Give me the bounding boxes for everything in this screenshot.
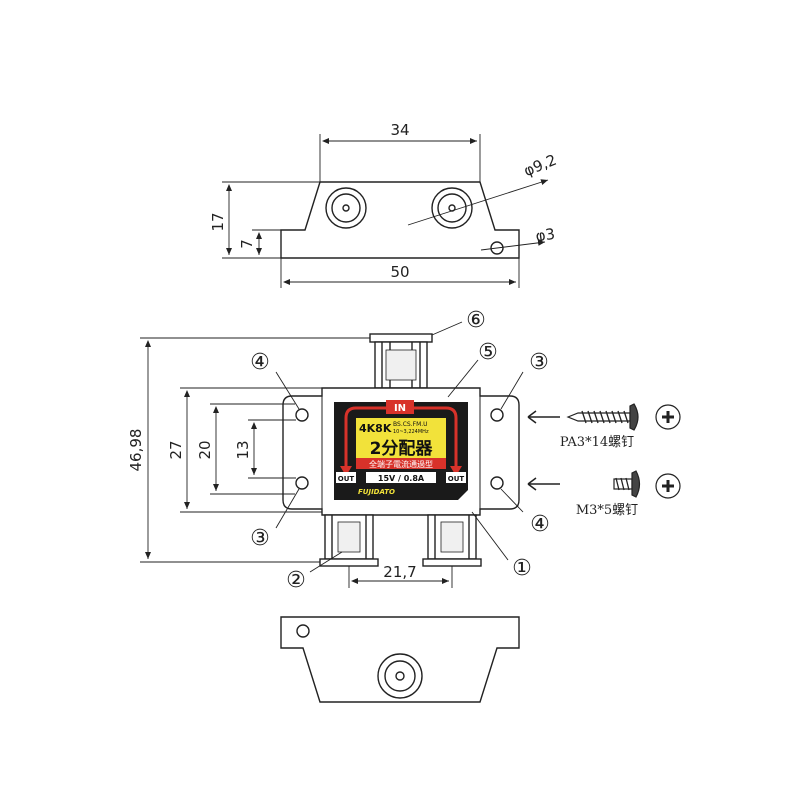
dim-width-bottom: 50 [390, 263, 409, 281]
mount-hole-bottom-left [295, 476, 309, 490]
top-view-outline [280, 181, 520, 259]
dim-small-hole: φ3 [534, 225, 556, 246]
callout-4-left: ④ [250, 350, 270, 375]
callout-leaders [275, 321, 524, 573]
screw-head [629, 403, 639, 431]
front-dimensions [140, 337, 453, 588]
top-mount-hole [490, 241, 504, 255]
dim-hole-spacing: 20 [196, 440, 214, 459]
connector-in [369, 333, 433, 389]
arrow-left-icon [527, 410, 560, 424]
bottom-connector [377, 653, 423, 699]
callout-5: ⑤ [478, 340, 498, 365]
dim-large-hole: φ9,2 [521, 151, 559, 180]
label-bands: BS.CS.FM.U [393, 421, 428, 428]
dim-inner: 13 [234, 440, 252, 459]
callout-3-left: ③ [250, 526, 270, 551]
top-connector-left [325, 187, 367, 229]
screw-label-1: PA3*14螺钉 [560, 435, 634, 450]
mount-hole-top-left [295, 408, 309, 422]
top-dimensions [222, 134, 549, 288]
screw-label-2: M3*5螺钉 [576, 503, 638, 518]
mount-hole-top-right [490, 408, 504, 422]
top-view [280, 181, 520, 259]
callout-3-right: ③ [529, 350, 549, 375]
connector-out-left [319, 514, 379, 567]
callout-4-right: ④ [530, 512, 550, 537]
label-subtitle: 全端子電流通過型 [369, 459, 433, 469]
label-rating: 15V / 0.8A [378, 474, 425, 483]
callout-2: ② [286, 568, 306, 593]
bottom-mount-hole [296, 624, 310, 638]
label-out-left: OUT [338, 475, 355, 483]
dim-width-top: 34 [390, 121, 409, 139]
label-freq: 10~3,224MHz [393, 429, 429, 435]
callout-6: ⑥ [466, 308, 486, 333]
screw-head [631, 470, 641, 498]
dim-body-height: 27 [167, 440, 185, 459]
label-name: 2分配器 [370, 439, 434, 459]
screw-pa3x14 [527, 403, 681, 431]
bottom-view [280, 616, 520, 703]
label-out-right: OUT [448, 475, 465, 483]
dim-port-spacing: 21,7 [383, 563, 416, 581]
dim-height: 17 [209, 212, 227, 231]
dim-total-height: 46,98 [127, 429, 145, 472]
mount-hole-bottom-right [490, 476, 504, 490]
product-label: IN 4K8K BS.CS.FM.U 10~3,224MHz 2分配器 全端子電… [334, 400, 468, 500]
label-in: IN [394, 403, 406, 414]
label-grade: 4K8K [359, 422, 392, 435]
label-brand: FUJIDATO [358, 488, 395, 496]
screw-m3x5 [527, 470, 681, 499]
dim-height-small: 7 [238, 239, 256, 249]
callout-1: ① [512, 556, 532, 581]
connector-out-right [422, 514, 482, 567]
arrow-left-icon [527, 477, 560, 491]
